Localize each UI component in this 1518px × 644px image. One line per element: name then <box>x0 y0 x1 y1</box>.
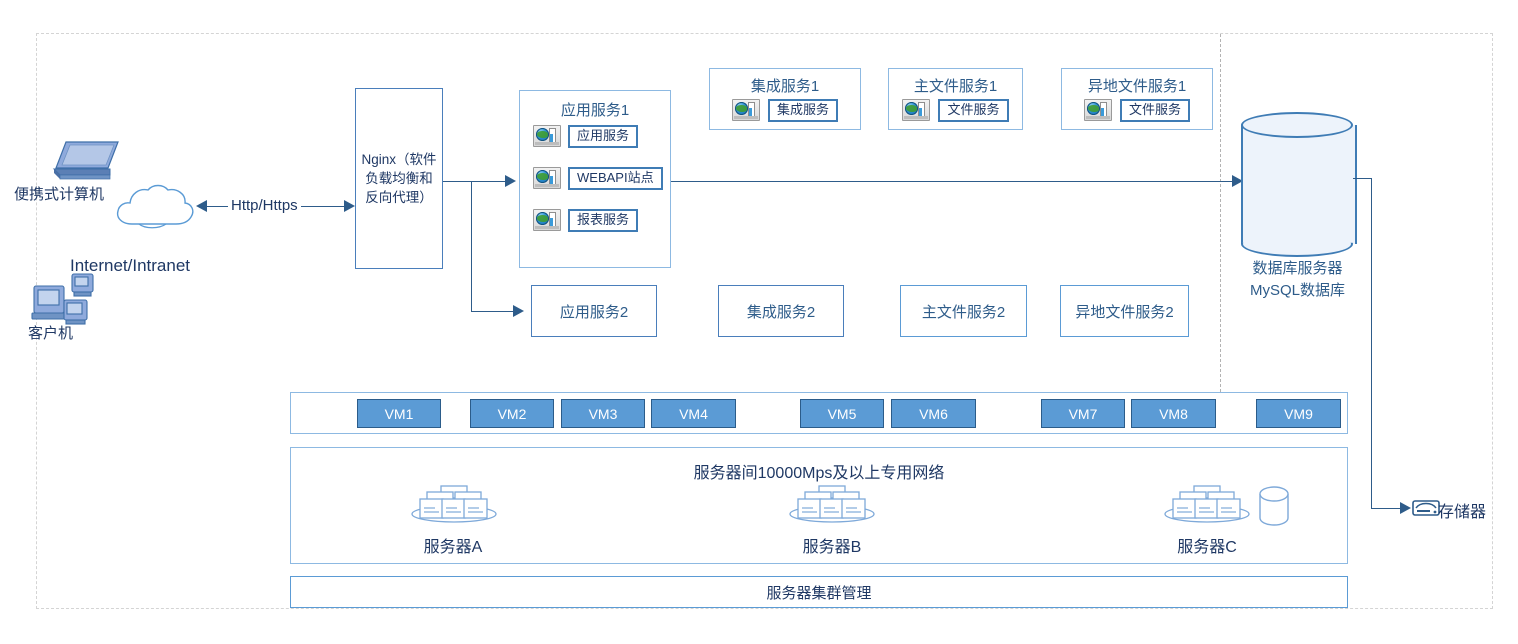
server-cluster-icon <box>408 483 500 525</box>
remote-file-service-group-1-title: 异地文件服务1 <box>1087 78 1187 95</box>
vm-box-7-label: VM7 <box>1068 405 1098 422</box>
storage-device-icon <box>1412 497 1440 519</box>
db-to-storage-line-vertical <box>1371 178 1372 508</box>
vm-box-1[interactable]: VM1 <box>357 399 441 428</box>
vm-box-7[interactable]: VM7 <box>1041 399 1125 428</box>
integration-service-item-label: 集成服务 <box>767 99 838 122</box>
iis-globe-icon <box>731 99 760 122</box>
nginx-to-app1-arrow <box>505 175 516 187</box>
network-title: 服务器间10000Mps及以上专用网络 <box>693 465 945 482</box>
nginx-box[interactable]: Nginx（软件负载均衡和反向代理） <box>355 88 443 269</box>
main-file-service-2-box[interactable]: 主文件服务2 <box>900 285 1027 337</box>
db-to-storage-arrow <box>1400 502 1411 514</box>
laptop-icon <box>52 138 124 184</box>
app-service-item-2-label: 报表服务 <box>568 209 639 232</box>
vm-box-5[interactable]: VM5 <box>800 399 884 428</box>
vm-box-4-label: VM4 <box>679 405 708 422</box>
remote-file-service-item[interactable]: 文件服务 <box>1062 99 1212 122</box>
disk-cylinder-icon <box>1257 486 1291 526</box>
integration-service-2-box[interactable]: 集成服务2 <box>718 285 844 337</box>
remote-file-service-2-box[interactable]: 异地文件服务2 <box>1060 285 1189 337</box>
nginx-to-app2-line <box>471 311 517 312</box>
db-to-storage-line-bottom <box>1371 508 1404 509</box>
app-to-database-arrow <box>1232 175 1243 187</box>
main-file-service-item-label: 文件服务 <box>938 99 1009 122</box>
vm-box-8-label: VM8 <box>1159 405 1188 422</box>
cluster-management-label: 服务器集群管理 <box>766 584 872 602</box>
http-arrow-right <box>344 200 355 212</box>
cluster-management-bar[interactable]: 服务器集群管理 <box>290 576 1348 608</box>
vm-box-1-label: VM1 <box>384 405 414 422</box>
server-a-label: 服务器A <box>423 539 483 556</box>
main-file-service-item[interactable]: 文件服务 <box>889 99 1022 122</box>
main-file-service-2-label: 主文件服务2 <box>921 303 1006 321</box>
main-file-service-group-1[interactable]: 主文件服务1 文件服务 <box>888 68 1023 130</box>
integration-service-group-1-title: 集成服务1 <box>750 78 820 95</box>
database-caption: 数据库服务器 MySQL数据库 <box>1215 258 1380 302</box>
http-arrow-left <box>196 200 207 212</box>
main-file-service-group-1-title: 主文件服务1 <box>913 78 998 95</box>
app-service-group-1-title: 应用服务1 <box>560 102 630 119</box>
integration-service-item[interactable]: 集成服务 <box>710 99 860 122</box>
clients-label: 客户机 <box>28 325 74 342</box>
iis-globe-icon <box>533 167 561 190</box>
vm-box-8[interactable]: VM8 <box>1131 399 1216 428</box>
storage-label: 存储器 <box>1438 504 1487 521</box>
vm-box-4[interactable]: VM4 <box>651 399 736 428</box>
app-service-item-2[interactable]: 报表服务 <box>533 209 639 232</box>
vm-box-3-label: VM3 <box>588 405 618 422</box>
vm-box-5-label: VM5 <box>827 405 857 422</box>
app-service-item-1[interactable]: WEBAPI站点 <box>533 167 663 190</box>
nginx-out-line <box>443 181 509 182</box>
remote-file-service-2-label: 异地文件服务2 <box>1075 303 1174 321</box>
laptop-label: 便携式计算机 <box>14 186 105 203</box>
nginx-branch-vertical <box>471 181 472 311</box>
app-service-group-1[interactable]: 应用服务1 应用服务 WEBAPI站点 报表服务 <box>519 90 671 268</box>
vm-box-6-label: VM6 <box>919 405 948 422</box>
vm-box-3[interactable]: VM3 <box>561 399 645 428</box>
nginx-label: Nginx（软件负载均衡和反向代理） <box>361 151 437 206</box>
iis-globe-icon <box>533 209 561 232</box>
database-cylinder-icon[interactable] <box>1241 112 1357 257</box>
nginx-to-app2-arrow <box>513 305 524 317</box>
iis-globe-icon <box>902 99 931 122</box>
client-machines-icon <box>30 270 110 332</box>
vm-box-2[interactable]: VM2 <box>470 399 554 428</box>
integration-service-2-label: 集成服务2 <box>746 303 816 321</box>
db-to-storage-line-top <box>1353 178 1372 179</box>
integration-service-group-1[interactable]: 集成服务1 集成服务 <box>709 68 861 130</box>
vm-box-2-label: VM2 <box>497 405 527 422</box>
database-caption-line1: 数据库服务器 <box>1252 260 1343 277</box>
server-c-label: 服务器C <box>1177 539 1237 556</box>
vm-box-9[interactable]: VM9 <box>1256 399 1341 428</box>
remote-file-service-group-1[interactable]: 异地文件服务1 文件服务 <box>1061 68 1213 130</box>
iis-globe-icon <box>533 125 561 148</box>
server-cluster-icon <box>786 483 878 525</box>
app-service-item-0[interactable]: 应用服务 <box>533 125 639 148</box>
internet-cloud-icon <box>112 183 196 230</box>
app-service-item-1-label: WEBAPI站点 <box>568 167 663 190</box>
outer-frame <box>36 33 1493 609</box>
server-b-label: 服务器B <box>802 539 862 556</box>
iis-globe-icon <box>1083 99 1112 122</box>
server-cluster-icon <box>1161 483 1253 525</box>
app-service-item-0-label: 应用服务 <box>568 125 639 148</box>
http-protocol-label: Http/Https <box>228 197 301 214</box>
zone-divider-dashed-line <box>1220 34 1221 412</box>
remote-file-service-item-label: 文件服务 <box>1119 99 1190 122</box>
database-caption-line2: MySQL数据库 <box>1249 281 1345 299</box>
vm-box-6[interactable]: VM6 <box>891 399 976 428</box>
app-service-2-box[interactable]: 应用服务2 <box>531 285 657 337</box>
vm-box-9-label: VM9 <box>1284 405 1313 422</box>
internet-cloud-label: Internet/Intranet <box>70 256 191 275</box>
app-to-database-line <box>671 181 1236 182</box>
app-service-2-label: 应用服务2 <box>559 303 629 321</box>
